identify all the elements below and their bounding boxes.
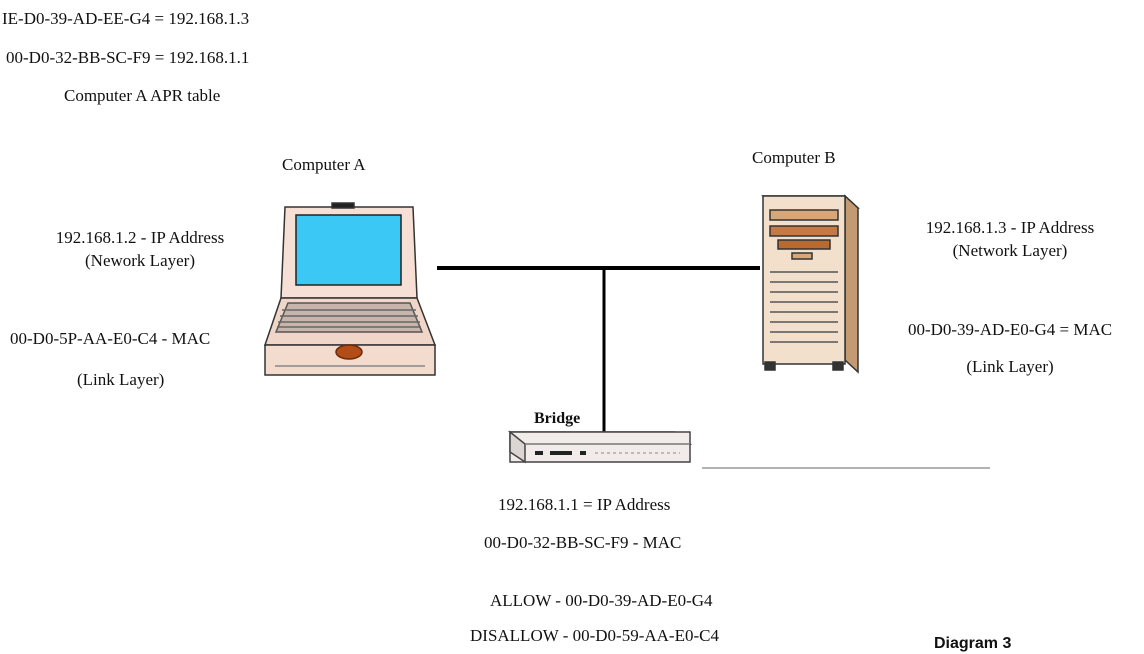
computer-b-ip: 192.168.1.3 - IP Address	[925, 218, 1095, 237]
laptop-icon	[263, 202, 437, 376]
network-links	[437, 266, 990, 469]
computer-a-mac: 00-D0-5P-AA-E0-C4 - MAC	[10, 329, 211, 348]
tower-computer-icon	[761, 194, 860, 374]
computer-b-mac: 00-D0-39-AD-E0-G4 = MAC	[907, 320, 1113, 339]
bridge-ip: 192.168.1.1 = IP Address	[498, 495, 671, 514]
arp-entry-1: IE-D0-39-AD-EE-G4 = 192.168.1.3	[2, 9, 250, 28]
bridge-device-icon	[507, 430, 693, 464]
bridge-disallow-rule: DISALLOW - 00-D0-59-AA-E0-C4	[470, 626, 719, 645]
arp-table-caption: Computer A APR table	[64, 86, 221, 105]
diagram-caption: Diagram 3	[934, 635, 1012, 652]
bridge-title: Bridge	[534, 410, 581, 427]
bridge-allow-rule: ALLOW - 00-D0-39-AD-E0-G4	[490, 591, 713, 610]
computer-b-mac-layer: (Link Layer)	[966, 357, 1054, 376]
computer-b-ip-layer: (Network Layer)	[952, 241, 1068, 260]
computer-a-ip-layer: (Nework Layer)	[85, 251, 195, 270]
computer-b-title: Computer B	[752, 148, 836, 167]
arp-entry-2: 00-D0-32-BB-SC-F9 = 192.168.1.1	[6, 48, 250, 67]
computer-a-ip: 192.168.1.2 - IP Address	[55, 228, 225, 247]
computer-a-mac-layer: (Link Layer)	[77, 370, 165, 389]
computer-a-title: Computer A	[282, 155, 366, 174]
bridge-mac: 00-D0-32-BB-SC-F9 - MAC	[484, 533, 682, 552]
